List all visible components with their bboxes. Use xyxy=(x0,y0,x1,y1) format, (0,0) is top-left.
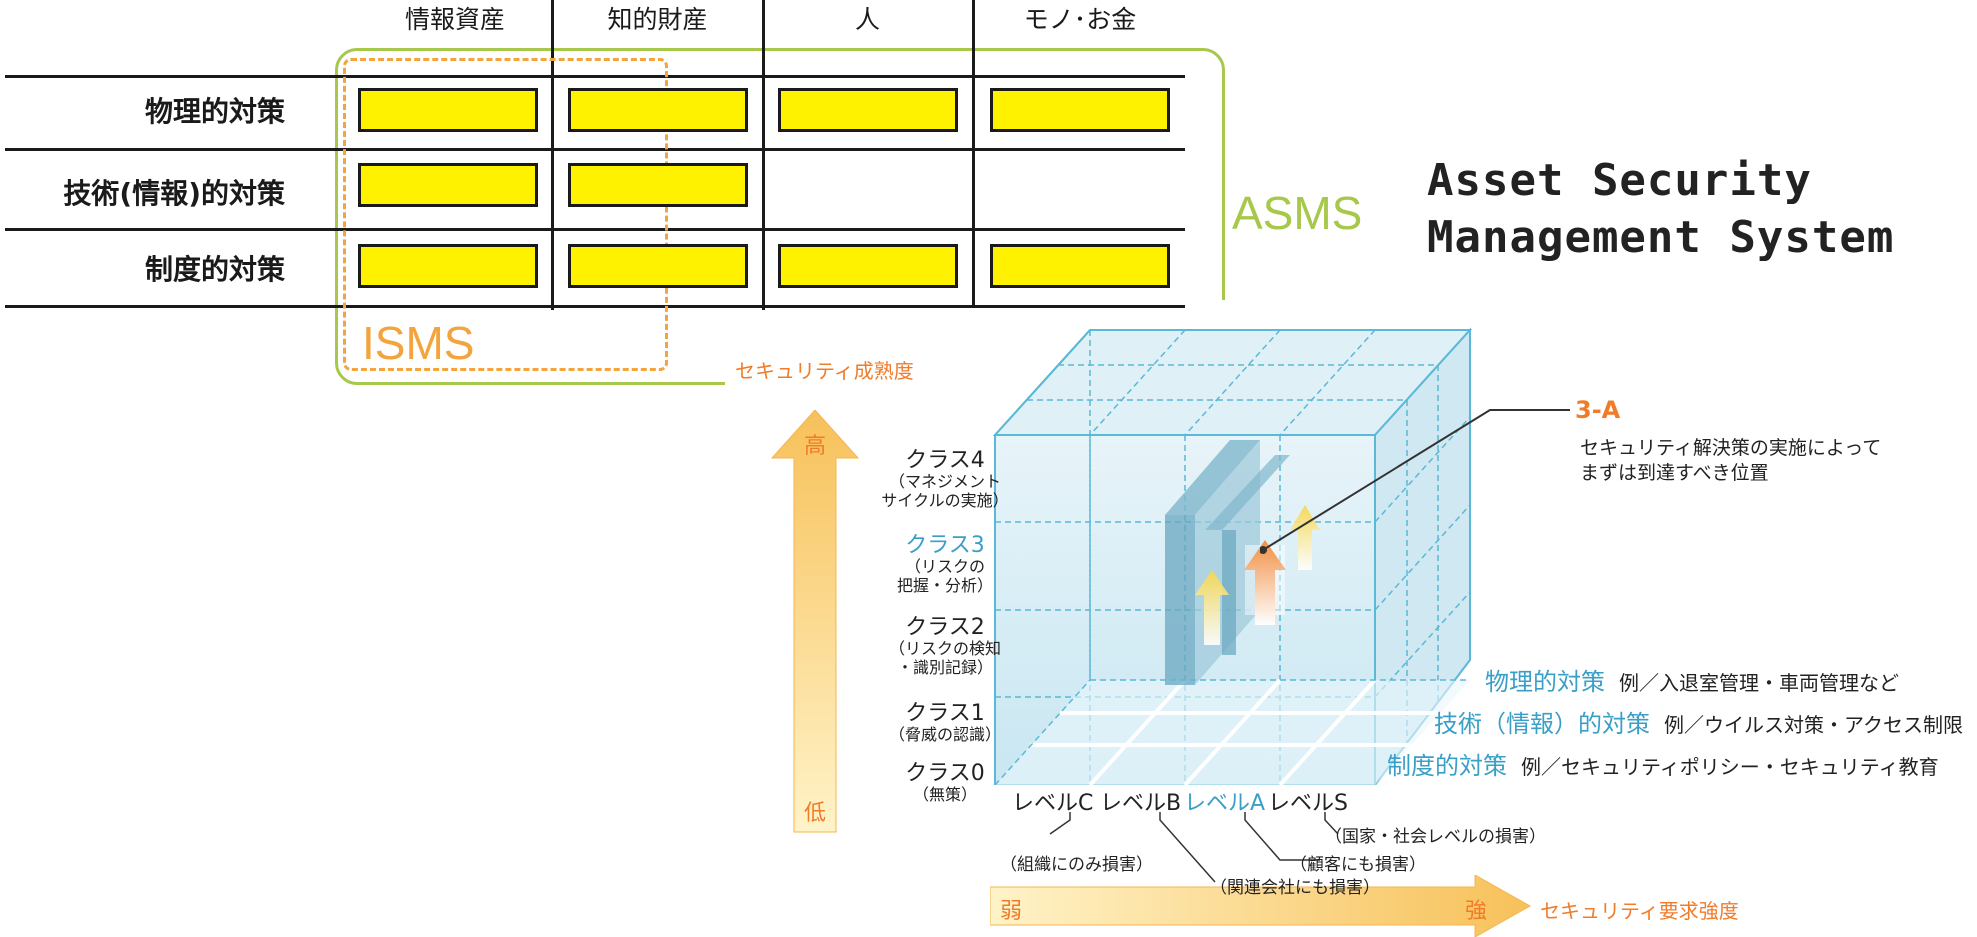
cell-physical-people xyxy=(778,88,958,132)
isms-label: ISMS xyxy=(362,317,475,369)
level-c-label: レベルC xyxy=(1012,791,1094,816)
maturity-axis-label: セキュリティ成熟度 xyxy=(735,359,914,383)
class-3-label: クラス3 （リスクの 把握・分析） xyxy=(896,533,993,596)
level-s-label: レベルS xyxy=(1268,791,1348,816)
category-institutional: 制度的対策例／セキュリティポリシー・セキュリティ教育 xyxy=(1387,752,1939,780)
strength-strong-label: 強 xyxy=(1465,899,1488,924)
cell-institutional-ip xyxy=(568,244,748,288)
maturity-cube xyxy=(992,327,1473,785)
strength-weak-label: 弱 xyxy=(1000,899,1023,924)
cell-institutional-people xyxy=(778,244,958,288)
cell-technical-ip xyxy=(568,163,748,207)
column-header-info-assets: 情報資産 xyxy=(404,5,505,34)
level-b-label: レベルB xyxy=(1100,791,1182,816)
row-label-institutional: 制度的対策 xyxy=(144,253,285,286)
target-description-line-2: まずは到達すべき位置 xyxy=(1580,462,1769,484)
cell-physical-info xyxy=(358,88,538,132)
column-header-people: 人 xyxy=(854,5,880,34)
category-technical: 技術（情報）的対策例／ウイルス対策・アクセス制限 xyxy=(1434,710,1963,738)
column-header-ip: 知的財産 xyxy=(607,5,708,34)
maturity-axis-arrow xyxy=(770,410,860,833)
row-label-physical: 物理的対策 xyxy=(144,95,285,128)
cell-physical-ip xyxy=(568,88,748,132)
strength-axis-label: セキュリティ要求強度 xyxy=(1540,899,1739,923)
cell-institutional-goods xyxy=(990,244,1170,288)
cell-technical-info xyxy=(358,163,538,207)
strength-axis-arrow xyxy=(990,875,1532,937)
level-b-note: （関連会社にも損害） xyxy=(1210,878,1380,898)
title-line-1: Asset Security xyxy=(1427,155,1812,206)
isms-frame xyxy=(343,58,668,371)
level-c-note: （組織にのみ損害） xyxy=(1000,855,1153,875)
target-description-line-1: セキュリティ解決策の実施によって xyxy=(1580,437,1882,459)
cell-institutional-info xyxy=(358,244,538,288)
maturity-high-label: 高 xyxy=(804,434,827,459)
category-physical: 物理的対策例／入退室管理・車両管理など xyxy=(1485,668,1899,696)
row-label-technical: 技術(情報)的対策 xyxy=(63,177,285,210)
class-2-label: クラス2 （リスクの検知 ・識別記録） xyxy=(888,615,1001,678)
class-4-label: クラス4 （マネジメント サイクルの実施） xyxy=(881,448,1009,511)
asms-label: ASMS xyxy=(1232,187,1363,239)
maturity-low-label: 低 xyxy=(804,801,827,826)
level-s-note: （国家・社会レベルの損害） xyxy=(1325,827,1546,847)
level-connectors xyxy=(1049,812,1339,883)
class-0-label: クラス0 （無策） xyxy=(905,761,985,805)
level-a-label: レベルA xyxy=(1184,791,1266,816)
column-header-goods-money: モノ･お金 xyxy=(1023,5,1137,34)
cell-physical-goods xyxy=(990,88,1170,132)
level-a-note: （顧客にも損害） xyxy=(1290,855,1426,875)
target-label: 3-A xyxy=(1575,396,1621,424)
target-leader-line xyxy=(1260,409,1570,554)
title-line-2: Management System xyxy=(1427,212,1895,263)
class-1-label: クラス1 （脅威の認識） xyxy=(888,701,1001,745)
